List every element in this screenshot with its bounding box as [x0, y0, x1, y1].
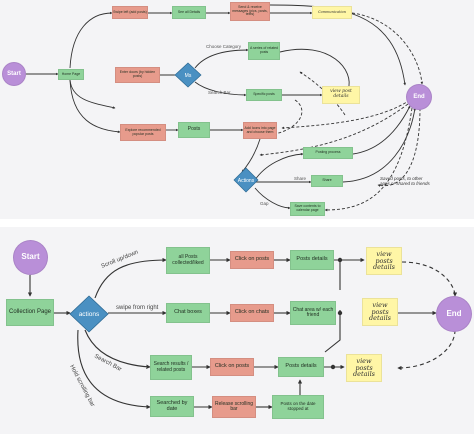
bottom-click-posts-node: Click on posts: [230, 251, 274, 269]
bottom-click-posts-node-2: Click on posts: [210, 358, 254, 376]
bottom-connectors: [27, 257, 437, 410]
bottom-junction-dots: [330, 257, 343, 370]
top-swipe-left-node: Swipe left (add posts): [112, 6, 148, 19]
svg-text:Actions: Actions: [238, 178, 255, 184]
top-communication-note: Communication: [312, 6, 352, 19]
bottom-view-details-note-3: view posts details: [346, 354, 382, 382]
bottom-edge-labels: Scroll up/down swipe from right Search B…: [68, 250, 158, 408]
svg-text:Share: Share: [294, 176, 307, 181]
svg-text:swipe from right: swipe from right: [116, 305, 159, 311]
bottom-search-results-node: Search results / related posts: [150, 355, 192, 380]
top-decision-diamond: Ms: [174, 62, 202, 88]
bottom-all-posts-node: all Posts collected/liked: [166, 247, 210, 274]
bottom-dashed-connectors: [397, 261, 458, 371]
top-dashed-connectors: [259, 12, 424, 212]
svg-text:actions: actions: [79, 311, 100, 318]
bottom-start-node: Start: [13, 240, 48, 275]
svg-text:Choose Category: Choose Category: [206, 44, 242, 49]
top-share-node: Share: [311, 175, 343, 187]
bottom-posts-details-node: Posts details: [290, 250, 334, 270]
top-see-details-node: See all Details: [172, 6, 206, 19]
bottom-posts-details-node-2: Posts details: [278, 357, 324, 377]
svg-text:Scroll up/down: Scroll up/down: [101, 250, 140, 270]
top-posting-process-node: Posting process: [303, 147, 353, 159]
top-save-create-node: Save contents to calendar page: [290, 202, 325, 216]
bottom-view-details-note-2: view posts details: [362, 298, 398, 326]
bottom-posts-date-node: Posts on the date stopped at: [272, 395, 324, 419]
top-series-related-node: A series of related posts: [248, 42, 280, 60]
bottom-view-details-note-1: view posts details: [366, 247, 402, 275]
top-home-page-node: Home Page: [58, 69, 84, 80]
top-enter-doors-node: Enter doors (by hidden posts): [115, 67, 160, 83]
top-specific-posts-node: Specific posts: [246, 89, 282, 101]
top-view-details-note: view post details: [322, 86, 360, 104]
bottom-chat-boxes-node: Chat boxes: [166, 303, 210, 323]
bottom-release-bar-node: Release scrolling bar: [212, 396, 256, 418]
top-actions-diamond: Actions: [233, 167, 259, 193]
panel-separator: [0, 219, 474, 227]
top-connectors: [26, 4, 416, 210]
top-add-into-node: Add Icons into page and choose them: [243, 122, 277, 139]
top-edge-labels: Choose Category Search Bar Share Gap: [206, 44, 307, 206]
bottom-chat-area-node: Chat area w/ each friend: [290, 301, 336, 325]
bottom-end-node: End: [436, 296, 472, 332]
top-send-messages-node: Send & receive messages (pics, posts, te…: [230, 2, 270, 21]
svg-text:Gap: Gap: [260, 201, 269, 206]
top-save-shared-note: Saved posts, to other apps or shared to …: [380, 176, 430, 186]
top-posts-node: Posts: [178, 122, 210, 138]
svg-text:Hold scrolling bar: Hold scrolling bar: [68, 364, 95, 408]
svg-text:Ms: Ms: [185, 73, 192, 79]
top-explore-node: Explore recommended popular posts: [120, 124, 166, 141]
bottom-actions-diamond: actions: [69, 295, 109, 333]
svg-text:Search Bar: Search Bar: [208, 90, 231, 95]
bottom-searched-date-node: Searched by date: [150, 396, 194, 417]
top-start-node: Start: [2, 62, 26, 86]
top-end-node: End: [406, 84, 432, 110]
bottom-collection-page-node: Collection Page: [6, 299, 54, 326]
bottom-click-chats-node: Click on chats: [230, 304, 274, 322]
